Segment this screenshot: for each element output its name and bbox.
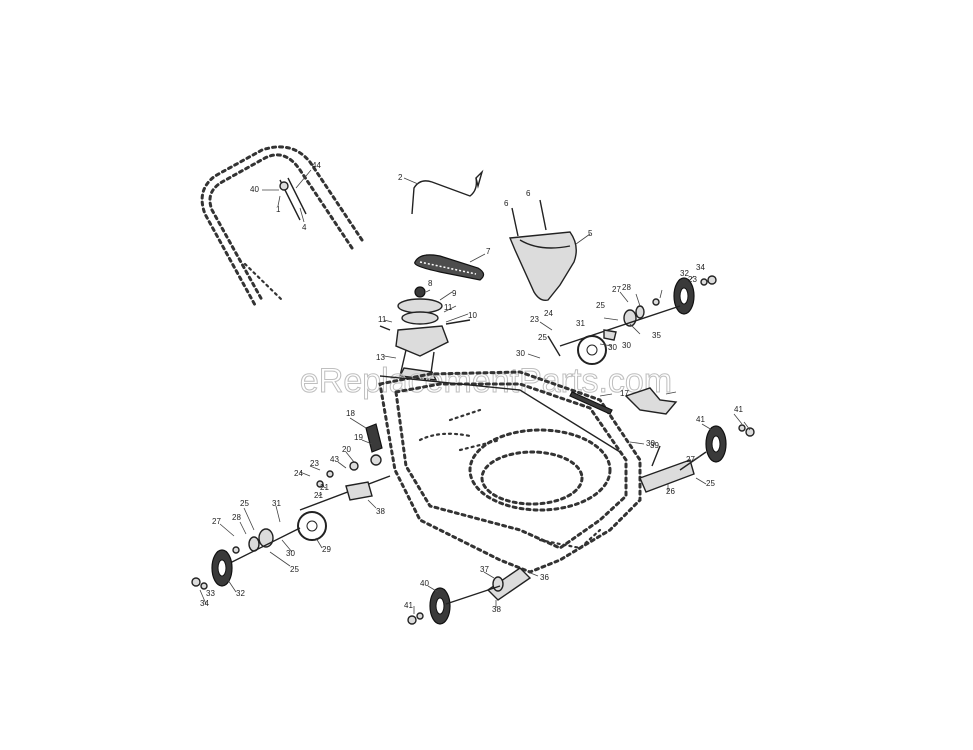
callout-30b: 30 (622, 341, 631, 350)
callout-25b: 25 (538, 333, 547, 342)
callout-23c: 23 (310, 459, 319, 468)
callout-38b: 38 (492, 605, 501, 614)
callout-6b: 6 (526, 189, 531, 198)
callout-4: 4 (302, 223, 307, 232)
callout-33: 33 (206, 589, 215, 598)
callout-40b: 40 (420, 579, 429, 588)
callout-40: 40 (250, 185, 259, 194)
drive-belt (414, 253, 486, 281)
callout-25e: 25 (290, 565, 299, 574)
callout-36: 36 (540, 573, 549, 582)
callout-18a: 18 (346, 409, 355, 418)
watermark: eReplacementParts.com (300, 362, 672, 400)
callout-34a: 34 (696, 263, 705, 272)
rear-left-wheel-assembly (191, 505, 327, 605)
callout-34b: 34 (200, 599, 209, 608)
callout-23a: 23 (688, 275, 697, 284)
callout-28b: 28 (232, 513, 241, 522)
callout-24a: 24 (544, 309, 553, 318)
callout-25d: 25 (240, 499, 249, 508)
callout-43: 43 (330, 455, 339, 464)
callout-31a: 31 (576, 319, 585, 328)
callout-24b: 24 (294, 469, 303, 478)
callout-2: 2 (398, 173, 403, 182)
callout-21b: 21 (314, 491, 323, 500)
callout-37: 37 (480, 565, 489, 574)
callout-32a: 32 (680, 269, 689, 278)
mower-deck (378, 370, 642, 574)
front-left-wheel-assembly (407, 567, 539, 625)
callout-26: 26 (666, 487, 675, 496)
callout-41a: 41 (696, 415, 705, 424)
callout-21a: 21 (320, 483, 329, 492)
callout-41c: 41 (404, 601, 413, 610)
callout-1: 1 (276, 205, 281, 214)
callout-38a: 38 (376, 507, 385, 516)
callout-labels: 44 40 1 4 2 7 6 6 5 8 9 11 11 10 13 27 2… (200, 161, 743, 614)
callout-44: 44 (312, 161, 321, 170)
callout-30a: 30 (608, 343, 617, 352)
callout-29: 29 (322, 545, 331, 554)
callout-13: 13 (376, 353, 385, 362)
callout-27a: 27 (612, 285, 621, 294)
callout-19: 19 (354, 433, 363, 442)
drive-shaft (379, 375, 678, 453)
callout-32b: 32 (236, 589, 245, 598)
callout-11a: 11 (444, 303, 453, 312)
callout-8: 8 (428, 279, 433, 288)
callout-27c: 27 (212, 517, 221, 526)
handle-assembly (200, 145, 364, 307)
callout-7: 7 (486, 247, 491, 256)
callout-30d: 30 (646, 439, 655, 448)
callout-30c: 30 (516, 349, 525, 358)
callout-6a: 6 (504, 199, 509, 208)
callout-17: 17 (620, 389, 629, 398)
callout-20: 20 (342, 445, 351, 454)
callout-31b: 31 (272, 499, 281, 508)
callout-27b: 27 (686, 455, 695, 464)
callout-11b: 11 (378, 315, 387, 324)
callout-23b: 23 (530, 315, 539, 324)
callout-39: 39 (650, 441, 659, 450)
rear-deflector (508, 199, 591, 302)
callout-10: 10 (468, 311, 477, 320)
cable-part (403, 169, 484, 215)
callout-35a: 35 (652, 331, 661, 340)
callout-28a: 28 (622, 283, 631, 292)
rear-right-wheel-assembly (527, 275, 717, 365)
height-adjuster-left (299, 417, 391, 511)
callout-9: 9 (452, 289, 457, 298)
callout-30e: 30 (286, 549, 295, 558)
front-right-wheel-assembly (639, 413, 755, 493)
callout-41b: 41 (734, 405, 743, 414)
callout-25c: 25 (706, 479, 715, 488)
callout-25a: 25 (596, 301, 605, 310)
callout-5: 5 (588, 229, 593, 238)
